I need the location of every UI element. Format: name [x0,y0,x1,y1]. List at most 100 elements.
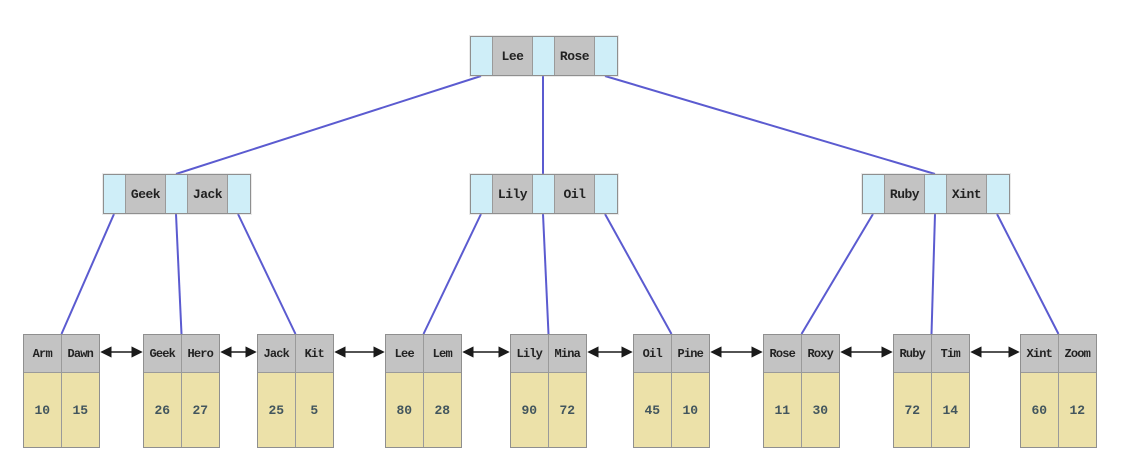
leaf-value-cell: 45 [634,373,672,447]
internal-node: Geek Jack [103,174,251,214]
leaf-value-cell: 12 [1058,373,1096,447]
leaf-key-cell: Tim [940,346,961,361]
tree-edge [930,213,936,335]
pointer-cell [595,37,617,75]
key-cell: Oil [555,175,595,213]
pointer-cell [863,175,885,213]
internal-node: Lily Oil [470,174,618,214]
tree-edge [996,213,1060,335]
tree-edge [604,213,673,335]
tree-edge [60,213,115,335]
leaf-key-row: Lily Mina [511,335,586,373]
leaf-key-row: Lee Lem [386,335,461,373]
leaf-key-cell: Jack [258,335,296,372]
leaf-key-cell: Roxy [807,346,834,361]
leaf-key-cell: Dawn [67,346,94,361]
leaf-value-cell: 60 [1021,373,1059,447]
tree-edge [542,213,550,335]
leaf-key-cell: Pine [677,346,704,361]
leaf-key-cell: Lee [386,335,424,372]
leaf-value-cell: 25 [258,373,296,447]
pointer-cell [471,175,493,213]
tree-edge [604,75,936,175]
pointer-cell [166,175,188,213]
key-cell: Rose [555,37,595,75]
leaf-value-cell: 90 [511,373,549,447]
leaf-value-cell: 27 [181,373,219,447]
pointer-cell [471,37,493,75]
leaf-key-cell: Ruby [894,335,932,372]
leaf-key-cell: Zoom [1064,346,1091,361]
leaf-value-cell: 80 [386,373,424,447]
leaf-value-cell: 14 [931,373,969,447]
pointer-cell [987,175,1009,213]
leaf-value-cell: 26 [144,373,182,447]
leaf-key-row: Jack Kit [258,335,333,373]
leaf-value-cell: 10 [671,373,709,447]
key-cell: Xint [947,175,987,213]
leaf-key-cell: Arm [24,335,62,372]
pointer-cell [925,175,947,213]
key-cell: Jack [188,175,228,213]
leaf-key-cell: Lem [432,346,453,361]
key-cell: Lee [493,37,533,75]
tree-edge [422,213,482,335]
leaf-value-cell: 30 [801,373,839,447]
leaf-key-cell: Hero [187,346,214,361]
root-node: Lee Rose [470,36,618,76]
leaf-key-row: Arm Dawn [24,335,99,373]
leaf-key-cell: Mina [554,346,581,361]
leaf-value-cell: 28 [423,373,461,447]
pointer-cell [104,175,126,213]
leaf-value-cell: 72 [894,373,932,447]
leaf-value-cell: 5 [295,373,333,447]
tree-edges-group [60,75,1060,335]
leaf-key-cell: Xint [1021,335,1059,372]
key-cell: Geek [126,175,166,213]
key-cell: Lily [493,175,533,213]
pointer-cell [533,175,555,213]
leaf-key-cell: Oil [634,335,672,372]
tree-edge [175,75,482,175]
leaf-value-cell: 10 [24,373,62,447]
leaf-key-cell: Geek [144,335,182,372]
leaf-key-cell: Lily [511,335,549,372]
leaf-key-row: Ruby Tim [894,335,969,373]
leaf-key-row: Oil Pine [634,335,709,373]
leaf-key-row: Rose Roxy [764,335,839,373]
tree-edge [175,213,183,335]
pointer-cell [228,175,250,213]
leaf-key-row: Geek Hero [144,335,219,373]
leaf-key-row: Xint Zoom [1021,335,1096,373]
leaf-key-cell: Rose [764,335,802,372]
pointer-cell [595,175,617,213]
leaf-value-cell: 15 [61,373,99,447]
leaf-value-cell: 11 [764,373,802,447]
leaf-key-cell: Kit [304,346,325,361]
tree-edge [800,213,874,335]
leaf-value-cell: 72 [548,373,586,447]
pointer-cell [533,37,555,75]
tree-edge [237,213,297,335]
